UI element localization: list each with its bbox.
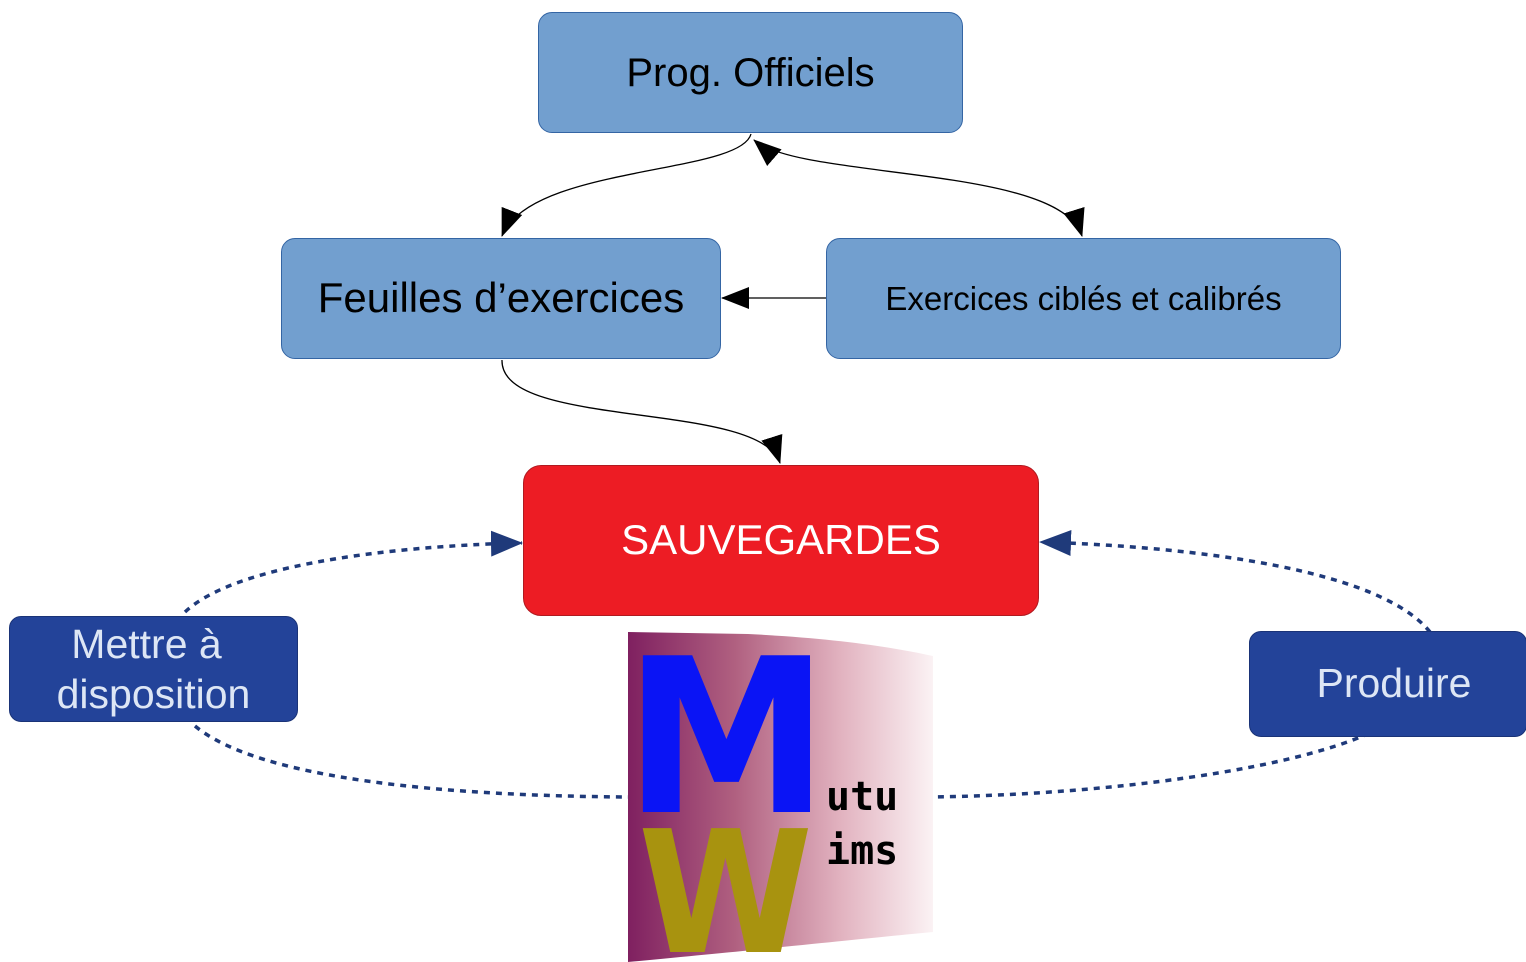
logo-big-w: W [638, 795, 813, 962]
feuilles-exercices-label: Feuilles d’exercices [317, 274, 685, 322]
logo-small-utu: utu [826, 774, 898, 820]
edge-prog-feuilles [501, 133, 752, 237]
dotted-left-bottom [193, 724, 631, 799]
dotted-right-top [1039, 529, 1432, 634]
produire-label: Produire [1316, 660, 1472, 707]
dotted-right-bottom [929, 726, 1381, 799]
prog-officiels-label: Prog. Officiels [626, 50, 875, 95]
mutuwims-logo: M W utu ims [628, 632, 933, 962]
produire-box[interactable]: Produire [1249, 631, 1526, 737]
prog-officiels-box[interactable]: Prog. Officiels [538, 12, 963, 133]
exercices-cibles-label: Exercices ciblés et calibrés [885, 279, 1282, 317]
logo-big-m: M [628, 632, 829, 863]
dotted-left-top [183, 530, 523, 614]
mettre-label-line2: disposition [56, 671, 251, 717]
logo-small-ims: ims [826, 828, 898, 874]
sauvegardes-label: SAUVEGARDES [621, 516, 941, 564]
edge-feuilles-sauvegardes [501, 359, 783, 464]
mettre-label-line1: Mettre à [71, 620, 222, 667]
mettre-a-disposition-box[interactable]: Mettre à disposition [9, 616, 298, 722]
logo-background [628, 632, 933, 962]
exercices-cibles-box[interactable]: Exercices ciblés et calibrés [826, 238, 1341, 359]
sauvegardes-box[interactable]: SAUVEGARDES [523, 465, 1039, 616]
feuilles-exercices-box[interactable]: Feuilles d’exercices [281, 238, 721, 359]
edge-prog-exercices [753, 139, 1085, 237]
